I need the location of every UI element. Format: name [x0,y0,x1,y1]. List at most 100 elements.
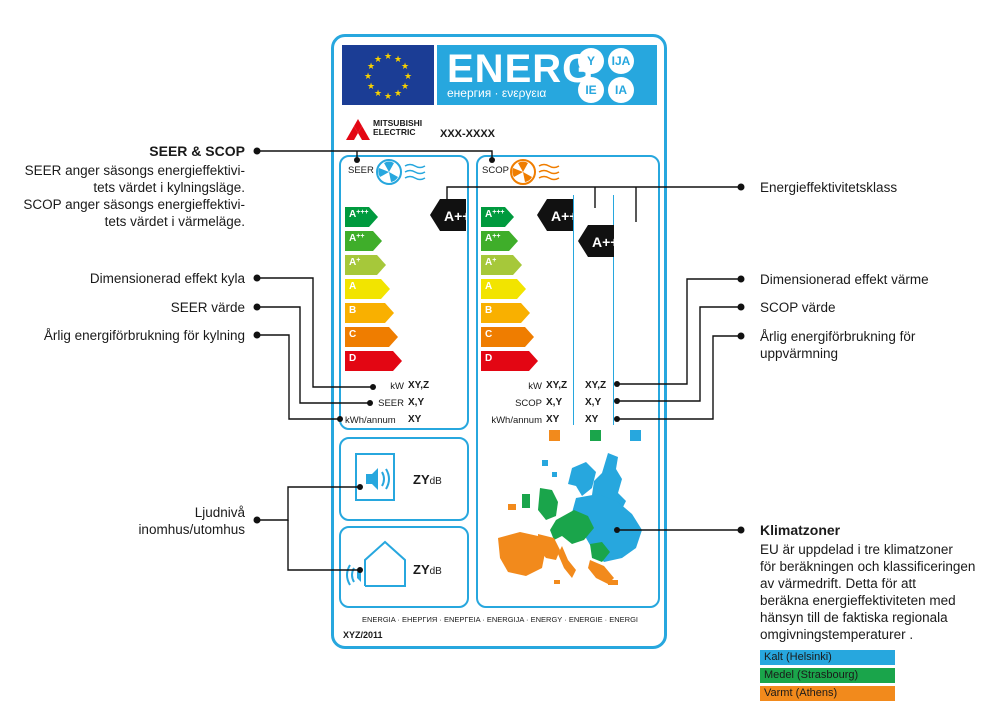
callout-dim-cool: Dimensionerad effekt kyla [89,271,245,286]
callout-seer-value: SEER värde [170,300,245,315]
scop-class-label: A++ [485,233,501,244]
callout-seer-scop-text: SEER anger säsongs energieffektivi- tets… [23,163,245,229]
seer-class-label: A [349,281,357,292]
lang-circle-ie: IE [578,77,604,103]
callout-energy-class: Energieffektivitetsklass [760,180,898,195]
footer-languages: ENERGIA · ЕНЕРГИЯ · ΕΝΕΡΓΕΙΑ · ENERGIJA … [362,615,638,624]
svg-text:★: ★ [374,89,382,99]
seer-class-pointer: A+++ [430,199,466,231]
scop-class-label: D [485,353,493,364]
scop-value-scop-2: X,Y [585,397,602,408]
zone-legend-warm: Varmt (Athens) [760,686,895,701]
seer-value-seer: X,Y [408,397,425,408]
callout-dim-heat: Dimensionerad effekt värme [760,272,929,287]
seer-unit-seer: SEER [378,398,404,409]
svg-text:★: ★ [404,72,412,82]
callout-sound: Ljudnivå inomhus/utomhus [138,505,245,537]
outdoor-sound-level: ZYdB [413,562,442,577]
heating-fan-icon [510,159,560,185]
svg-text:★: ★ [364,72,372,82]
svg-text:★: ★ [384,92,392,102]
scop-class-pointer: A+++ [537,199,573,231]
seer-label: SEER [348,165,374,176]
seer-class-label: A+ [349,257,361,268]
callout-seer-scop-title: SEER & SCOP [149,143,245,159]
seer-unit-kwh: kWh/annum [345,415,396,426]
zone-square-cold [630,430,641,441]
zone-legend-cold: Kalt (Helsinki) [760,650,895,665]
callout-annual-cool: Årlig energiförbrukning för kylning [43,328,245,343]
energ-subtitle: енергия · ενεργεια [447,86,547,100]
scop-panel [476,155,660,608]
eu-flag: ★★★ ★★★ ★★★ ★★★ [342,45,434,105]
scop-class-label: C [485,329,493,340]
scop-class-arrow: D [481,351,539,371]
scop-class-arrow: A [481,279,527,299]
scop-class-label: A+++ [485,209,505,220]
scop-pointer-text-2: A++ [592,234,614,250]
seer-class-label: D [349,353,357,364]
scop-value-scop: X,Y [546,397,563,408]
callout-annual-heat: Årlig energiförbrukning för uppvärmning [760,329,916,361]
scop-class-arrow: A++ [481,231,519,251]
zone-divider [573,195,574,425]
svg-text:★: ★ [401,62,409,72]
cooling-fan-icon [376,159,426,185]
sound-outdoor-panel [339,526,469,608]
scop-unit-scop: SCOP [515,398,542,409]
svg-text:★: ★ [367,62,375,72]
scop-class-pointer-2: A++ [578,225,614,257]
brand-name: MITSUBISHI ELECTRIC [373,118,423,137]
indoor-sound-icon [355,453,395,501]
seer-unit-kw: kW [390,381,404,392]
regulation-number: XYZ/2011 [343,630,383,640]
svg-text:★: ★ [367,82,375,92]
svg-text:★: ★ [374,55,382,65]
svg-text:★: ★ [401,82,409,92]
seer-class-label: A+++ [349,209,369,220]
scop-label: SCOP [482,165,509,176]
scop-class-label: B [485,305,493,316]
svg-text:★: ★ [394,89,402,99]
seer-class-arrow: D [345,351,403,371]
europe-climate-map [498,453,642,585]
scop-class-arrow: B [481,303,531,323]
seer-class-arrow: B [345,303,395,323]
lang-circle-ija: IJA [608,48,634,74]
scop-unit-kwh: kWh/annum [491,415,542,426]
sound-indoor-panel [339,437,469,521]
indoor-sound-level: ZYdB [413,472,442,487]
seer-class-arrow: A+ [345,255,387,275]
model-number: XXX-XXXX [440,128,496,140]
lang-circle-ia: IA [608,77,634,103]
scop-pointer-text: A+++ [551,208,573,224]
scop-class-arrow: A+ [481,255,523,275]
scop-value-kwh: XY [546,414,560,425]
seer-pointer-text: A+++ [444,208,466,224]
seer-class-arrow: A [345,279,391,299]
lang-circle-y: Y [578,48,604,74]
energ-title: ENERG [447,47,595,91]
svg-text:★: ★ [394,55,402,65]
scop-class-label: A+ [485,257,497,268]
scop-class-arrow: C [481,327,535,347]
callout-scop-value: SCOP värde [760,300,836,315]
seer-class-label: A++ [349,233,365,244]
scop-value-kw: XY,Z [546,380,568,391]
seer-value-kwh: XY [408,414,422,425]
zone-divider [613,195,614,425]
mitsubishi-logo-icon [346,119,370,140]
scop-value-kwh-2: XY [585,414,599,425]
energy-header: ENERG енергия · ενεργεια Y IJA IE IA [437,45,657,105]
eu-stars-icon: ★★★ ★★★ ★★★ ★★★ [364,52,412,102]
svg-text:★: ★ [384,52,392,62]
seer-panel [339,155,469,430]
callout-climate-text: EU är uppdelad i tre klimatzoner för ber… [760,542,976,642]
scop-class-label: A [485,281,493,292]
callout-climate-title: Klimatzoner [760,522,841,538]
scop-class-arrow: A+++ [481,207,515,227]
zone-square-warm [549,430,560,441]
seer-value-kw: XY,Z [408,380,430,391]
seer-class-label: B [349,305,357,316]
